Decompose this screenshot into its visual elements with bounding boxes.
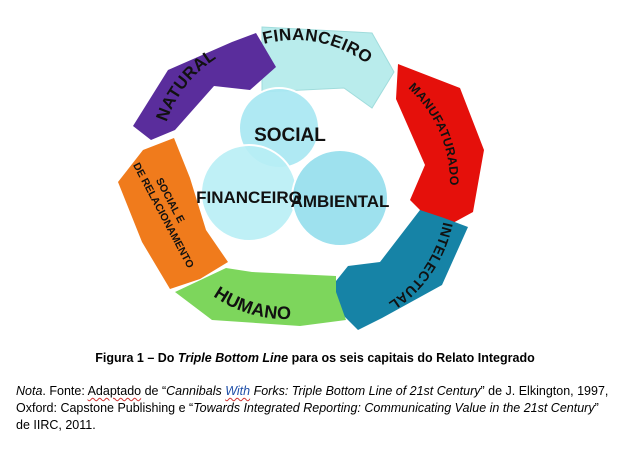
venn: SOCIAL FINANCEIRO AMBIENTAL bbox=[196, 87, 390, 247]
arrow-intelectual bbox=[324, 210, 468, 330]
caption-prefix: Figura 1 – Do bbox=[95, 351, 178, 365]
arrow-social-relacionamento bbox=[118, 138, 228, 289]
note-adaptado: Adaptado bbox=[87, 384, 142, 398]
six-capitals-diagram: FINANCEIRO MANUFATURADO INTELECTUAL HUMA… bbox=[118, 25, 484, 330]
arrow-manufaturado bbox=[396, 64, 484, 230]
figure-caption: Figura 1 – Do Triple Bottom Line para os… bbox=[0, 351, 630, 365]
arrow-natural bbox=[133, 33, 276, 140]
venn-circle-ambiental bbox=[291, 149, 389, 247]
note-text-1: . Fonte: bbox=[42, 384, 88, 398]
note-text-3: ” de J. Elkington, 1997, Oxford: Capston… bbox=[16, 384, 609, 415]
venn-label-ambiental: AMBIENTAL bbox=[291, 192, 390, 211]
note-label: Nota bbox=[16, 384, 43, 398]
caption-italic: Triple Bottom Line bbox=[177, 351, 289, 365]
note-text-4: ” de IIRC, 2011. bbox=[16, 401, 599, 432]
diagram-canvas: FINANCEIRO MANUFATURADO INTELECTUAL HUMA… bbox=[118, 25, 484, 330]
note-cannibals: Cannibals bbox=[166, 384, 226, 398]
note-text-2: de “ bbox=[141, 384, 167, 398]
venn-label-financeiro: FINANCEIRO bbox=[196, 188, 302, 207]
note-with: With bbox=[225, 384, 251, 398]
note-forks: Forks: Triple Bottom Line of 21st Centur… bbox=[250, 384, 481, 398]
venn-label-social: SOCIAL bbox=[254, 125, 326, 146]
note-towards: Towards Integrated Reporting: Communicat… bbox=[193, 401, 595, 415]
caption-suffix: para os seis capitais do Relato Integrad… bbox=[288, 351, 535, 365]
arrow-humano bbox=[175, 268, 346, 326]
figure-note: Nota. Fonte: Adaptado de “Cannibals With… bbox=[16, 383, 616, 434]
